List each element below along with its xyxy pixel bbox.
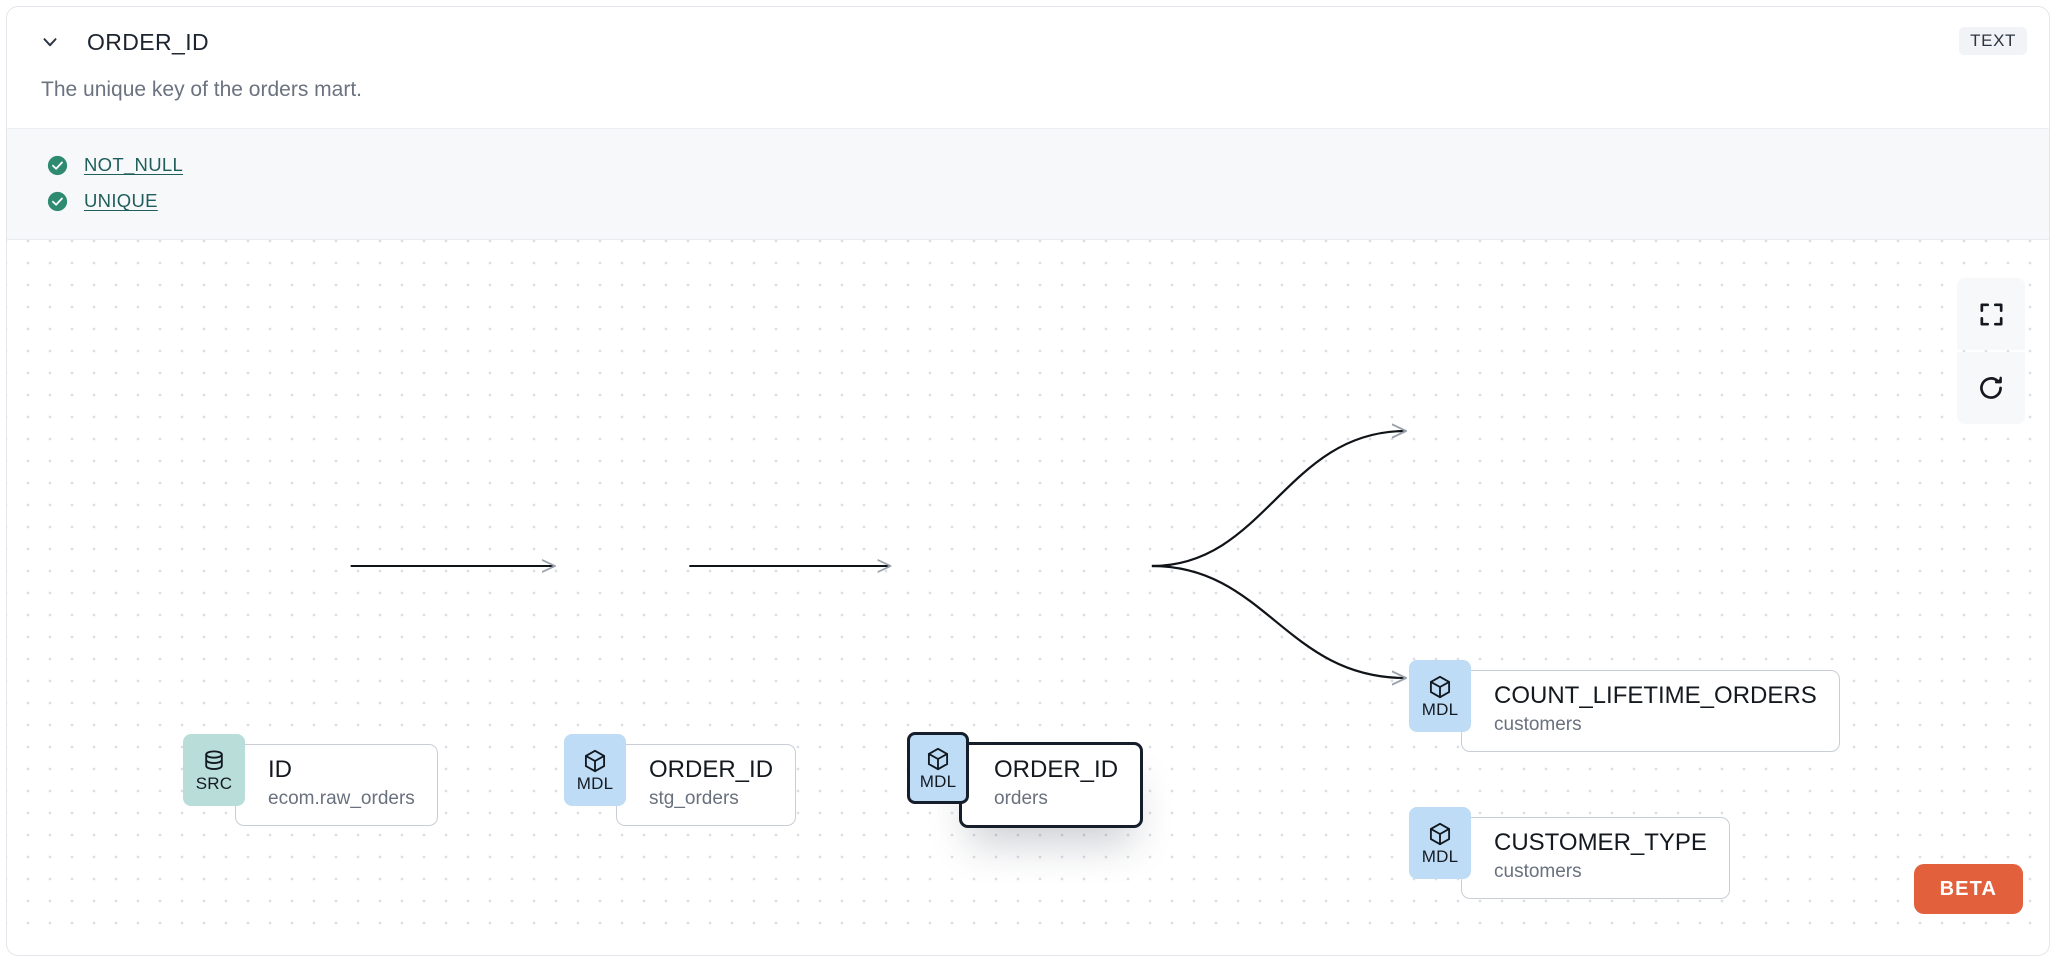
refresh-icon: [1980, 376, 2002, 400]
node-body: ORDER_ID orders: [959, 742, 1144, 828]
node-subtitle: ecom.raw_orders: [268, 788, 415, 810]
node-badge-mdl: MDL: [1409, 807, 1471, 880]
database-icon: [205, 750, 223, 771]
node-name: CUSTOMER_TYPE: [1494, 829, 1707, 857]
fit-view-button[interactable]: [1957, 278, 2025, 351]
node-badge-label: SRC: [195, 774, 233, 794]
node-name: ID: [268, 756, 292, 784]
test-link-unique[interactable]: UNIQUE: [84, 190, 158, 212]
reset-view-button[interactable]: [1957, 352, 2025, 425]
edge-orders-to-count: [1151, 431, 1406, 568]
test-row: NOT_NULL: [7, 147, 2049, 183]
lineage-node-count-lifetime-orders[interactable]: MDL COUNT_LIFETIME_ORDERS customers: [1409, 660, 1840, 753]
node-subtitle: orders: [994, 788, 1048, 810]
page-title: ORDER_ID: [87, 28, 210, 55]
node-badge-mdl: MDL: [1409, 660, 1471, 733]
check-circle-icon: [47, 191, 68, 211]
node-name: ORDER_ID: [649, 756, 774, 784]
lineage-node-orders-order-id[interactable]: MDL ORDER_ID orders: [907, 732, 1144, 828]
node-badge-label: MDL: [1421, 847, 1459, 867]
column-description: The unique key of the orders mart.: [41, 78, 362, 101]
node-subtitle: customers: [1494, 714, 1582, 736]
node-body: ORDER_ID stg_orders: [616, 744, 797, 827]
check-circle-icon: [47, 155, 68, 175]
node-badge-mdl: MDL: [907, 732, 969, 805]
fit-screen-icon: [1979, 303, 2003, 326]
node-name: ORDER_ID: [994, 756, 1119, 784]
cube-icon: [584, 750, 606, 773]
data-type-badge: TEXT: [1959, 27, 2027, 55]
node-badge-label: MDL: [919, 772, 957, 792]
test-row: UNIQUE: [7, 183, 2049, 219]
node-body: ID ecom.raw_orders: [235, 744, 438, 827]
node-body: COUNT_LIFETIME_ORDERS customers: [1461, 670, 1840, 753]
cube-icon: [927, 748, 949, 771]
canvas-controls: [1957, 278, 2025, 425]
beta-badge[interactable]: BETA: [1913, 864, 2023, 915]
lineage-node-customer-type[interactable]: MDL CUSTOMER_TYPE customers: [1409, 807, 1730, 900]
node-badge-src: SRC: [183, 734, 245, 807]
lineage-node-stg-order-id[interactable]: MDL ORDER_ID stg_orders: [564, 734, 797, 827]
lineage-edges: [350, 240, 2049, 940]
lineage-node-src-id[interactable]: SRC ID ecom.raw_orders: [183, 734, 438, 827]
cube-icon: [1429, 823, 1451, 846]
card-header: ORDER_ID TEXT: [7, 7, 2049, 77]
node-badge-label: MDL: [576, 774, 614, 794]
column-detail-card: ORDER_ID TEXT The unique key of the orde…: [6, 6, 2050, 956]
node-subtitle: customers: [1494, 861, 1582, 883]
cube-icon: [1429, 676, 1451, 699]
node-name: COUNT_LIFETIME_ORDERS: [1494, 682, 1817, 710]
node-body: CUSTOMER_TYPE customers: [1461, 817, 1730, 900]
test-link-not-null[interactable]: NOT_NULL: [84, 154, 184, 176]
tests-section: NOT_NULL UNIQUE: [7, 128, 2049, 241]
lineage-canvas[interactable]: SRC ID ecom.raw_orders MDL: [7, 240, 2049, 941]
chevron-down-icon[interactable]: [37, 29, 63, 55]
edge-orders-to-custtype: [1151, 565, 1406, 678]
node-subtitle: stg_orders: [649, 788, 739, 810]
node-badge-label: MDL: [1421, 700, 1459, 720]
node-badge-mdl: MDL: [564, 734, 626, 807]
